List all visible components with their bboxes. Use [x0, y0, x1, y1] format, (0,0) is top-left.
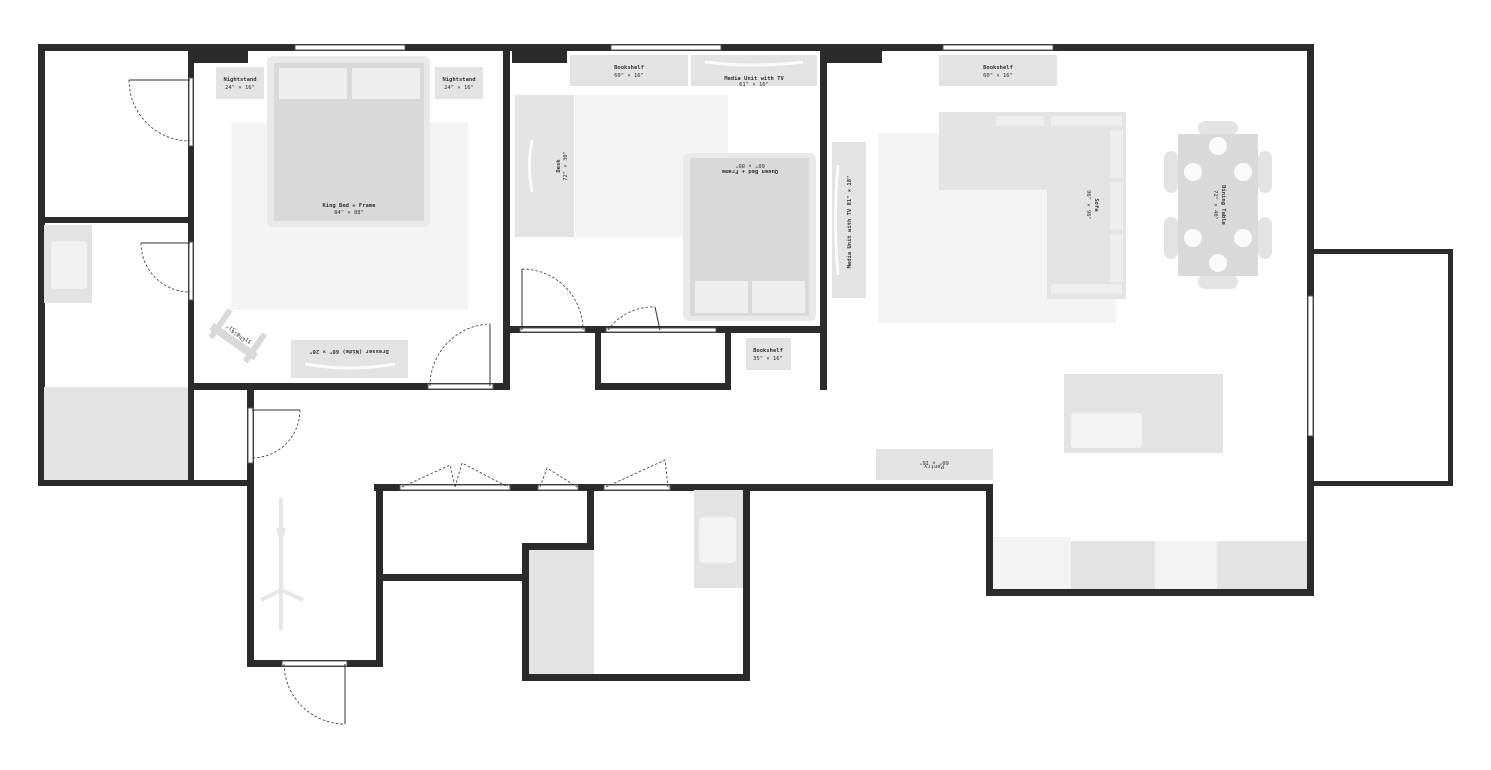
svg-text:96" × 96": 96" × 96" [1085, 190, 1091, 220]
nightstand-left: Nightstand 24" × 16" [216, 67, 264, 99]
svg-text:24" × 16": 24" × 16" [225, 85, 255, 91]
pantry: Pantry 60" × 16" [876, 449, 993, 480]
svg-text:60" × 16": 60" × 16" [614, 73, 644, 79]
dining-table: Dining Table 72" × 40" [1164, 121, 1272, 289]
svg-text:Nightstand: Nightstand [223, 77, 256, 83]
media-unit-1: Media Unit with TV 61" × 16" [691, 55, 817, 88]
bath-sink [51, 241, 87, 289]
svg-text:35" × 16": 35" × 16" [753, 356, 783, 362]
windows [188, 44, 1314, 667]
svg-text:King Bed + Frame: King Bed + Frame [323, 203, 377, 209]
storage-shelf [529, 550, 594, 674]
svg-text:24" × 16": 24" × 16" [444, 85, 474, 91]
coat-rack [260, 498, 304, 630]
doors [128, 79, 669, 725]
kitchen-counter [993, 537, 1307, 589]
king-bed: King Bed + Frame 84" × 88" [267, 56, 430, 227]
svg-text:Sofa: Sofa [1093, 198, 1099, 211]
svg-text:Dresser (Wide) 60" × 20": Dresser (Wide) 60" × 20" [309, 348, 388, 354]
svg-text:Media Unit with TV 81" × 18": Media Unit with TV 81" × 18" [847, 176, 853, 269]
desk: Desk 72" × 30" [515, 95, 574, 237]
svg-text:Desk: Desk [556, 159, 562, 173]
svg-text:60" × 80": 60" × 80" [735, 162, 765, 168]
laundry-sink [699, 517, 736, 563]
bookshelf-3: Bookshelf 60" × 16" [939, 55, 1057, 86]
svg-text:Nightstand: Nightstand [442, 77, 475, 83]
svg-text:Media Unit with TV: Media Unit with TV [724, 76, 784, 82]
dresser: Dresser (Wide) 60" × 20" [291, 340, 408, 378]
svg-text:Pantry: Pantry [923, 463, 944, 469]
svg-text:72" × 40": 72" × 40" [1212, 190, 1218, 220]
bookshelf-1: Bookshelf 60" × 16" [570, 55, 688, 86]
svg-text:Queen Bed + Frame: Queen Bed + Frame [721, 168, 778, 174]
svg-text:60" × 16": 60" × 16" [983, 73, 1013, 79]
svg-text:Bookshelf: Bookshelf [753, 348, 783, 354]
island-sink [1071, 413, 1142, 448]
svg-text:61" × 16": 61" × 16" [739, 82, 769, 88]
chair: Chair 31" × 31" [208, 308, 268, 364]
svg-text:Bookshelf: Bookshelf [983, 65, 1013, 71]
media-unit-2: Media Unit with TV 81" × 18" [832, 142, 866, 298]
closet-shelf [44, 387, 188, 480]
nightstand-right: Nightstand 24" × 16" [435, 67, 483, 99]
svg-text:Bookshelf: Bookshelf [614, 65, 644, 71]
svg-text:Dining Table: Dining Table [1220, 185, 1226, 225]
svg-text:72" × 30": 72" × 30" [563, 151, 569, 181]
svg-text:60" × 16": 60" × 16" [919, 459, 949, 465]
queen-bed: Queen Bed + Frame 60" × 80" [683, 153, 816, 321]
svg-text:84" × 88": 84" × 88" [334, 210, 364, 216]
bookshelf-2: Bookshelf 35" × 16" [746, 338, 791, 370]
sofa: Sofa 96" × 96" [939, 112, 1126, 299]
